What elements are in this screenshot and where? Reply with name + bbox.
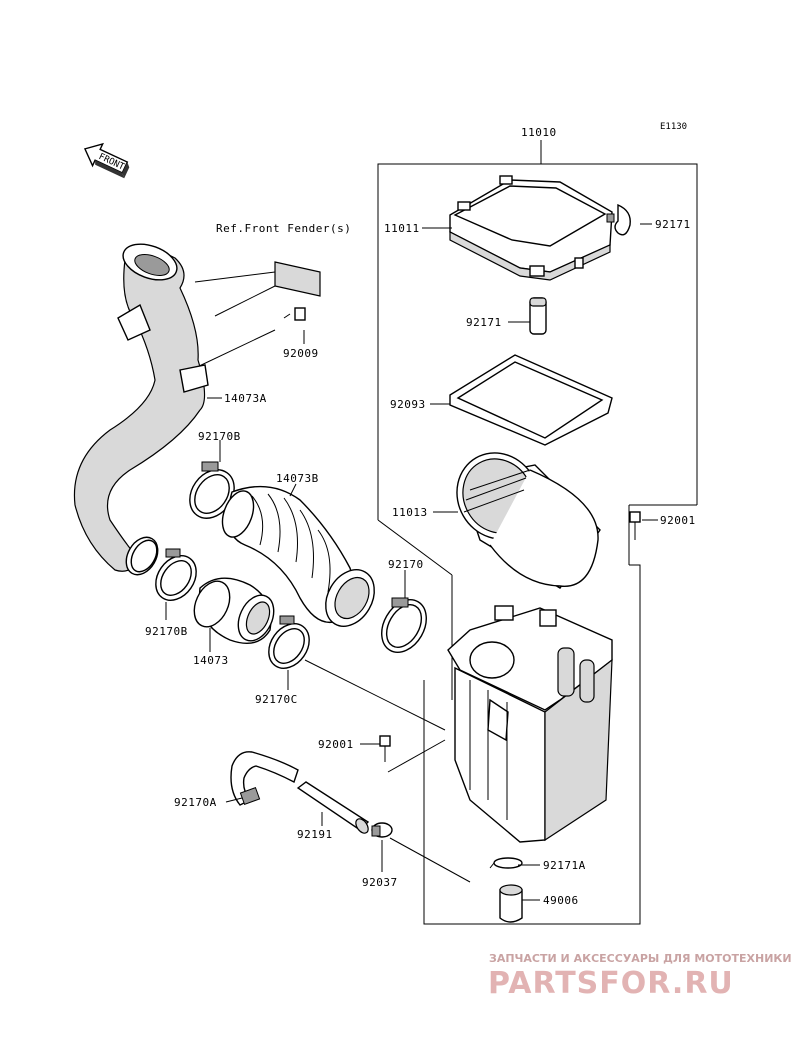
label-92001-right: 92001 bbox=[660, 514, 696, 527]
label-92093: 92093 bbox=[390, 398, 426, 411]
drain-cap-49006 bbox=[499, 884, 523, 923]
clamp-92170B-bottom bbox=[155, 548, 197, 601]
label-92170A: 92170A bbox=[174, 796, 217, 809]
diagram-code: E1130 bbox=[660, 122, 687, 132]
label-92170B-bottom: 92170B bbox=[145, 625, 188, 638]
duct-14073B bbox=[221, 485, 375, 627]
label-92037: 92037 bbox=[362, 876, 398, 889]
air-filter-11013 bbox=[456, 452, 601, 589]
label-49006: 49006 bbox=[543, 894, 579, 907]
front-arrow-icon: FRONT bbox=[83, 142, 130, 179]
label-92170C: 92170C bbox=[255, 693, 298, 706]
clamp-92170C bbox=[268, 615, 446, 731]
airbox-lid bbox=[449, 175, 613, 281]
bolt-92009 bbox=[194, 307, 306, 369]
label-92171-top: 92171 bbox=[655, 218, 691, 231]
clamp-92170 bbox=[381, 597, 427, 653]
label-92191: 92191 bbox=[297, 828, 333, 841]
intake-duct-14073A bbox=[73, 243, 209, 572]
duct-ring bbox=[125, 536, 159, 576]
label-92170: 92170 bbox=[388, 558, 424, 571]
duct-14073 bbox=[193, 577, 275, 644]
ref-fender-block bbox=[194, 261, 321, 317]
watermark-brand: PARTSFOR.RU bbox=[488, 966, 734, 1001]
clamp-92037 bbox=[371, 822, 471, 883]
label-92170B-top: 92170B bbox=[198, 430, 241, 443]
label-92001-left: 92001 bbox=[318, 738, 354, 751]
gasket-92093 bbox=[449, 354, 613, 446]
leader-lines bbox=[165, 223, 658, 901]
label-92171-mid: 92171 bbox=[466, 316, 502, 329]
ref-note: Ref.Front Fender(s) bbox=[216, 222, 351, 235]
assembly-bracket bbox=[377, 140, 698, 925]
watermark-tagline: ЗАПЧАСТИ И АКСЕССУАРЫ ДЛЯ МОТОТЕХНИКИ bbox=[489, 952, 792, 965]
bolt-92001-right bbox=[629, 511, 641, 540]
label-14073A: 14073A bbox=[224, 392, 267, 405]
drain-clip-92171A bbox=[489, 857, 523, 869]
label-11013: 11013 bbox=[392, 506, 428, 519]
clip-92171-top bbox=[606, 203, 631, 236]
label-92009: 92009 bbox=[283, 347, 319, 360]
label-11011: 11011 bbox=[384, 222, 420, 235]
tube-92191 bbox=[296, 781, 370, 834]
label-92171A: 92171A bbox=[543, 859, 586, 872]
airbox-body bbox=[447, 605, 613, 843]
clip-92171-mid bbox=[529, 297, 547, 335]
label-14073B: 14073B bbox=[276, 472, 319, 485]
bolt-92001-left bbox=[379, 735, 446, 773]
label-14073: 14073 bbox=[193, 654, 229, 667]
label-11010: 11010 bbox=[521, 126, 557, 139]
hose-92170A bbox=[230, 751, 299, 806]
clamp-92170B-top bbox=[189, 461, 235, 519]
